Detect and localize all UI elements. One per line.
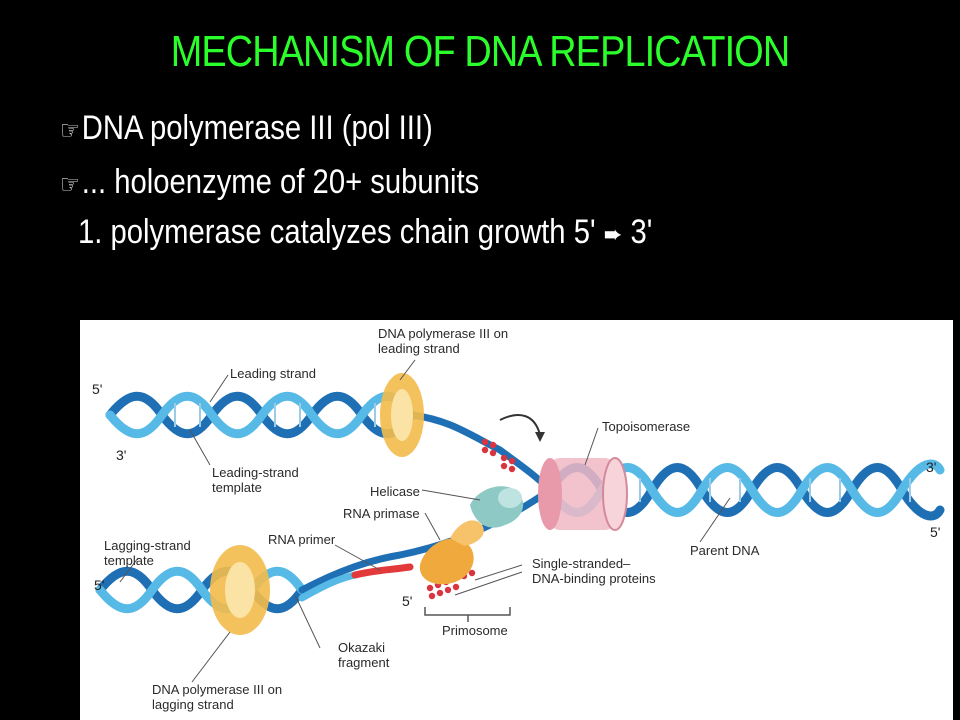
label-leading-strand: Leading strand bbox=[230, 366, 317, 381]
label-rna-primase: RNA primase bbox=[343, 506, 420, 521]
end-lagging-5prime: 5' bbox=[402, 593, 413, 609]
bullet-text: DNA polymerase III (pol III) bbox=[81, 109, 433, 147]
end-top-left-5prime: 5' bbox=[92, 381, 103, 397]
rna-primase-protein bbox=[419, 520, 484, 585]
primosome-bracket bbox=[424, 607, 511, 616]
numbered-point-1: 1. polymerase catalyzes chain growth 5' … bbox=[78, 210, 652, 256]
pointing-hand-icon: ☞ bbox=[60, 169, 81, 199]
rotation-arrowhead bbox=[535, 432, 545, 442]
leading-strand-b bbox=[105, 391, 417, 439]
pol3-lagging-protein bbox=[210, 545, 270, 635]
label-okazaki: Okazaki fragment bbox=[338, 640, 390, 670]
label-parent-dna: Parent DNA bbox=[690, 543, 760, 558]
right-arrow-icon: ➨ bbox=[603, 219, 623, 249]
label-helicase: Helicase bbox=[370, 484, 420, 499]
bullet-text: ... holoenzyme of 20+ subunits bbox=[81, 163, 480, 201]
numbered-suffix: 3' bbox=[630, 213, 653, 251]
label-pol3-leading: DNA polymerase III on leading strand bbox=[378, 326, 548, 356]
end-right-5prime: 5' bbox=[930, 524, 941, 540]
topoisomerase-protein bbox=[538, 457, 628, 531]
end-bottom-left-5prime: 5' bbox=[94, 577, 105, 593]
numbered-text: 1. polymerase catalyzes chain growth 5' bbox=[78, 213, 596, 251]
label-pol3-lagging: DNA polymerase III on lagging strand bbox=[152, 682, 283, 712]
leader-lines bbox=[119, 359, 731, 683]
end-top-left-3prime: 3' bbox=[116, 447, 127, 463]
label-ssb: Single-stranded– DNA-binding proteins bbox=[532, 556, 656, 586]
label-topoisomerase: Topoisomerase bbox=[602, 419, 691, 434]
pol3-leading-protein bbox=[380, 373, 424, 457]
replication-fork-illustration bbox=[95, 359, 945, 683]
slide-title: MECHANISM OF DNA REPLICATION bbox=[170, 27, 790, 76]
label-lagging-template: Lagging-strand template bbox=[104, 538, 191, 568]
rotation-arrow bbox=[499, 414, 541, 436]
end-right-3prime: 3' bbox=[926, 459, 937, 475]
label-primosome: Primosome bbox=[442, 623, 508, 638]
leading-base-pairs bbox=[174, 403, 376, 427]
replication-fork-diagram: DNA polymerase III on leading strand Lea… bbox=[80, 320, 953, 720]
label-rna-primer: RNA primer bbox=[268, 532, 336, 547]
bullet-holoenzyme: ☞... holoenzyme of 20+ subunits bbox=[60, 160, 479, 206]
rna-primer-strand bbox=[351, 563, 414, 579]
pointing-hand-icon: ☞ bbox=[60, 115, 81, 145]
bullet-pol3: ☞DNA polymerase III (pol III) bbox=[60, 106, 433, 152]
leading-template-single bbox=[408, 411, 554, 494]
helicase-protein bbox=[470, 486, 524, 528]
label-leading-template: Leading-strand template bbox=[212, 465, 299, 495]
label-pol3-leading-text: DNA polymerase III on leading strand bbox=[378, 326, 509, 356]
